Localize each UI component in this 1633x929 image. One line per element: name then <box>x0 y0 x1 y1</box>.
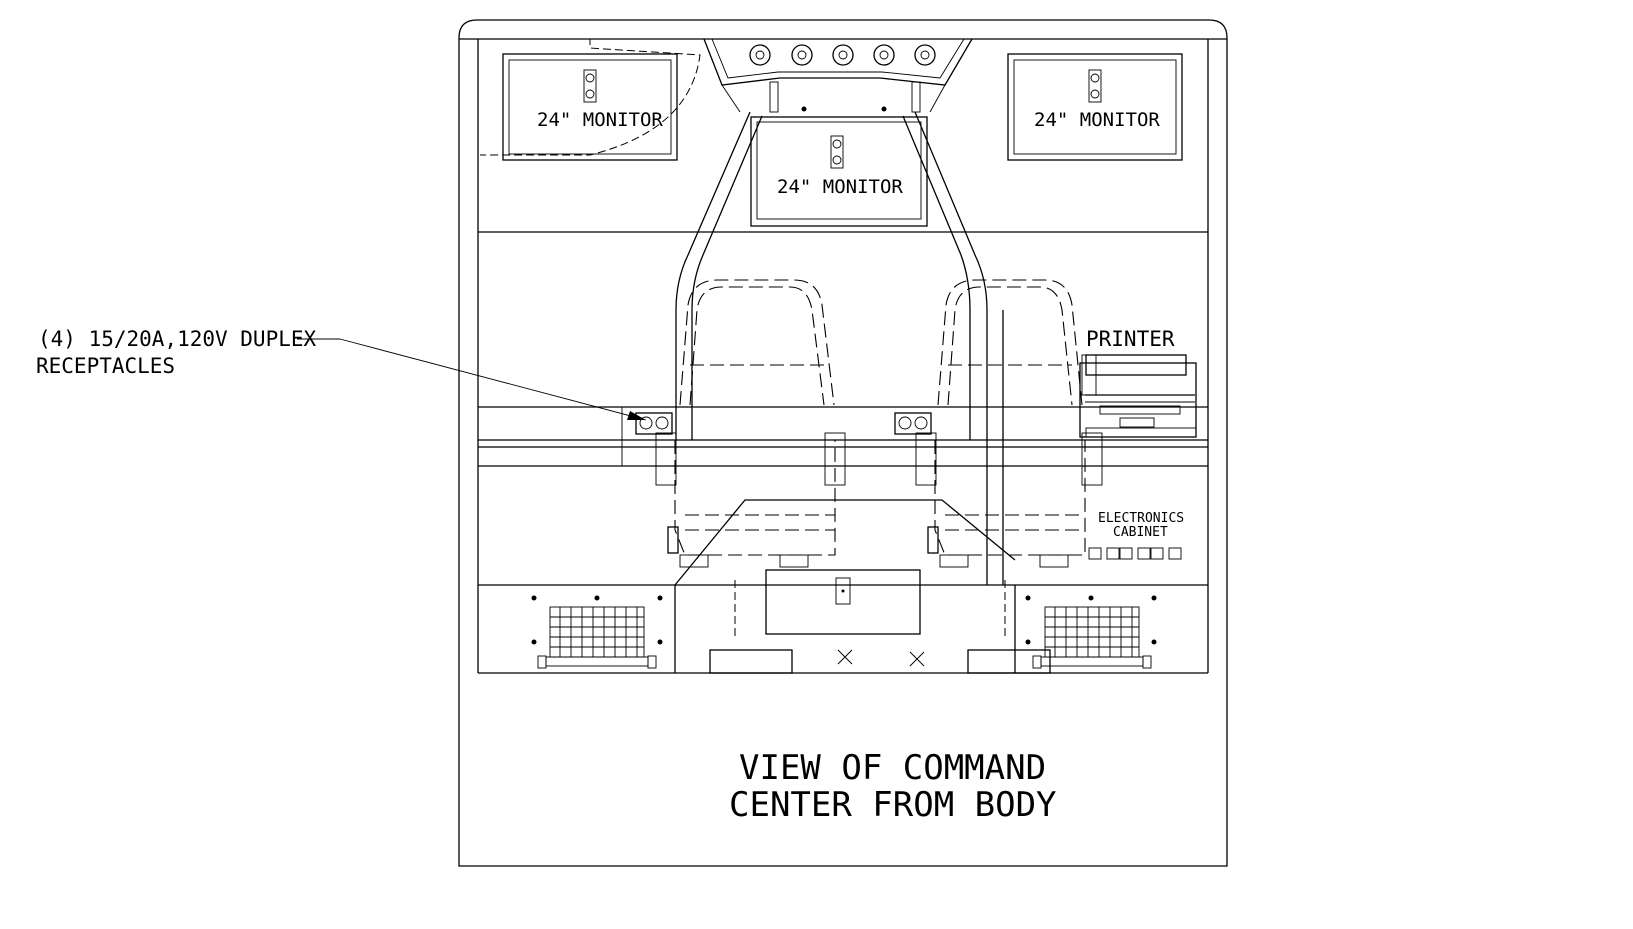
printer-label: PRINTER <box>1086 327 1175 351</box>
view-title-line1: VIEW OF COMMAND <box>739 748 1046 788</box>
latch-icon <box>835 577 851 605</box>
knob-icon <box>749 44 771 66</box>
vent-grille-right <box>1025 595 1157 669</box>
receptacle-left <box>635 412 673 435</box>
support-poles <box>675 111 1004 585</box>
monitor-right: 24" MONITOR <box>1007 53 1183 161</box>
outlet-icon <box>830 135 844 169</box>
monitor-center: 24" MONITOR <box>750 116 928 227</box>
connector-strip <box>1088 547 1182 560</box>
fastener-icon <box>909 651 925 667</box>
knob-icon <box>873 44 895 66</box>
center-console <box>674 499 1051 674</box>
vent-grille-left <box>531 595 663 669</box>
overhead-console <box>703 38 973 113</box>
seat-left <box>655 279 846 568</box>
electronics-cabinet: ELECTRONICS CABINET <box>1088 511 1184 560</box>
knob-icon <box>791 44 813 66</box>
seat-right <box>915 279 1103 568</box>
receptacle-right <box>894 412 932 435</box>
monitor-right-label: 24" MONITOR <box>1034 109 1160 131</box>
printer-drawing: PRINTER <box>1079 327 1197 438</box>
receptacle-label-line1: (4) 15/20A,120V DUPLEX <box>38 327 317 351</box>
receptacle-callout: (4) 15/20A,120V DUPLEX RECEPTACLES <box>36 327 647 421</box>
knob-icon <box>914 44 936 66</box>
outer-frame <box>458 19 1228 867</box>
receptacle-label-line2: RECEPTACLES <box>36 354 175 378</box>
view-title-line2: CENTER FROM BODY <box>729 785 1057 825</box>
fastener-icon <box>837 649 853 665</box>
view-title: VIEW OF COMMAND CENTER FROM BODY <box>729 748 1057 825</box>
outlet-icon <box>583 69 597 103</box>
electronics-label-line2: CABINET <box>1113 525 1168 540</box>
monitor-left-label: 24" MONITOR <box>537 109 663 131</box>
monitor-center-label: 24" MONITOR <box>777 176 903 198</box>
knob-icon <box>832 44 854 66</box>
outlet-icon <box>1088 69 1102 103</box>
monitor-left: 24" MONITOR <box>480 38 701 161</box>
electronics-label-line1: ELECTRONICS <box>1098 511 1184 526</box>
